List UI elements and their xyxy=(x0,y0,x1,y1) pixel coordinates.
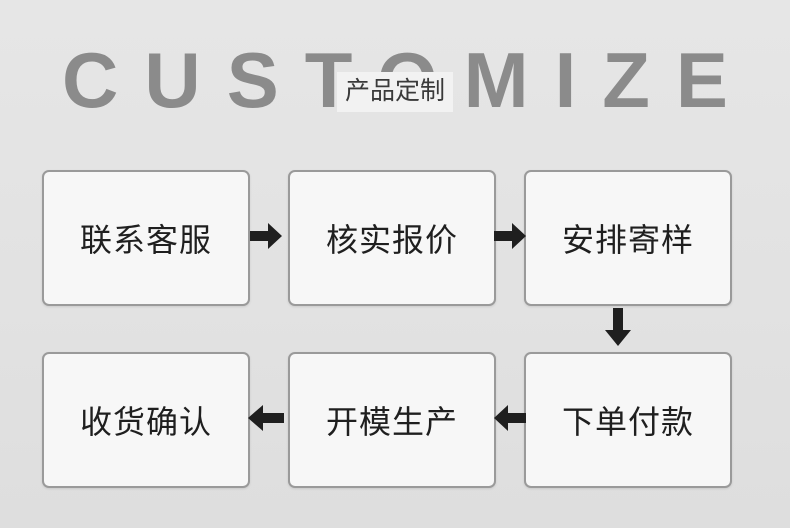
arrow-down-icon xyxy=(600,306,636,348)
flow-step-label: 安排寄样 xyxy=(561,221,694,259)
flow-step-label: 联系客服 xyxy=(79,221,212,259)
arrow-left-icon xyxy=(492,400,528,436)
flow-step-receive-confirm[interactable]: 收货确认 xyxy=(42,352,250,488)
flow-step-order-payment[interactable]: 下单付款 xyxy=(524,352,732,488)
arrow-right-icon xyxy=(248,218,284,254)
flow-step-contact-service[interactable]: 联系客服 xyxy=(42,170,250,306)
flow-step-label: 收货确认 xyxy=(79,403,212,441)
arrow-right-icon xyxy=(492,218,528,254)
sub-label-product-customization: 产品定制 xyxy=(336,72,454,112)
flow-step-verify-quote[interactable]: 核实报价 xyxy=(288,170,496,306)
flow-step-mold-production[interactable]: 开模生产 xyxy=(288,352,496,488)
flow-step-label: 开模生产 xyxy=(325,403,458,441)
arrow-left-icon xyxy=(246,400,286,436)
flow-step-label: 下单付款 xyxy=(561,403,694,441)
flow-step-label: 核实报价 xyxy=(325,221,458,259)
flow-step-arrange-sample[interactable]: 安排寄样 xyxy=(524,170,732,306)
